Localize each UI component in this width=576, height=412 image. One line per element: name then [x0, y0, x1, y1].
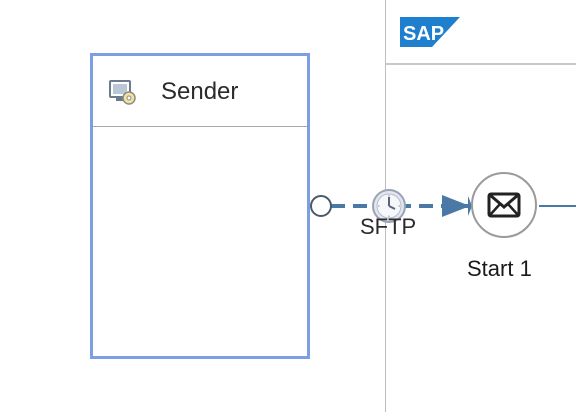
sap-logo-text: SAP [403, 23, 444, 45]
sender-system-icon [109, 80, 136, 105]
sender-header: Sender [93, 56, 307, 127]
channel-label: SFTP [360, 214, 417, 239]
integration-process-header-divider [385, 63, 576, 65]
channel-arrowhead [442, 195, 470, 217]
sap-logo: SAP [400, 17, 460, 47]
start-event-label: Start 1 [467, 256, 532, 281]
channel-source-anchor [310, 195, 332, 217]
start-message-event[interactable] [471, 172, 537, 238]
timer-icon[interactable] [371, 188, 407, 224]
sender-participant[interactable]: Sender [90, 53, 310, 359]
envelope-icon [487, 192, 521, 218]
sender-label: Sender [161, 78, 239, 105]
